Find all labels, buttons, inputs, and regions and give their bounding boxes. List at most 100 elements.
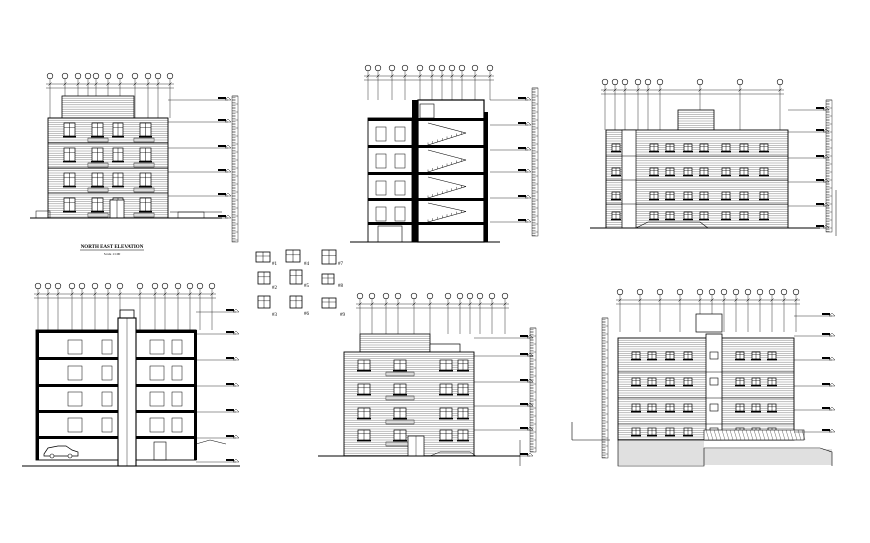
window-type-label: #9 [340,313,346,318]
window [91,197,104,213]
stair-column [621,129,637,229]
window [739,167,749,177]
door-opening [67,365,83,381]
floor-slab [36,384,196,387]
balcony-railing [385,395,415,401]
window [611,191,621,201]
door-opening [67,417,83,433]
grid-line-bubbles [356,292,509,334]
grid-line-bubbles [616,288,800,332]
window [357,407,371,420]
window [735,351,745,361]
door-opening [67,339,83,355]
window-type-1 [255,251,271,263]
balcony-railing [87,162,109,168]
window [767,351,777,361]
dimension-ruler [601,317,609,459]
window [739,143,749,153]
front-elevation [318,292,537,466]
door-opening [101,391,113,407]
window [139,147,152,163]
window [665,427,675,437]
window [91,122,104,138]
window [457,383,469,396]
window [699,191,709,201]
window [357,359,371,372]
window [457,359,469,372]
door-opening [394,206,406,222]
window [631,403,641,413]
window [665,167,675,177]
drawing-scale: Scale 1:100 [104,252,121,256]
balcony-railing [87,187,109,193]
window [699,143,709,153]
window [649,143,659,153]
core-wall [484,112,488,242]
window [665,377,675,387]
window [647,403,657,413]
window [751,403,761,413]
door-opening [149,365,165,381]
roof-structure [677,109,715,131]
window [439,429,453,442]
window [357,429,371,442]
window [665,191,675,201]
window [665,403,675,413]
window [457,407,469,420]
right-elevation [590,78,837,236]
window [683,403,693,413]
balcony-railing [133,212,155,218]
window [699,211,709,221]
window [91,147,104,163]
window [63,172,76,188]
roof-door [419,103,435,119]
window [759,167,769,177]
dimension-ruler [529,327,537,453]
window [665,351,675,361]
door-opening [101,417,113,433]
door-opening [375,153,387,169]
building-section [22,282,240,467]
dimension-ruler [825,99,833,233]
door-opening [67,391,83,407]
window [647,351,657,361]
window [112,172,124,188]
site-slope [195,439,227,445]
balcony-railing [87,137,109,143]
window [683,427,693,437]
door-opening [149,339,165,355]
north-east-elevation [30,72,239,243]
window [665,143,675,153]
stair-window [709,403,719,412]
window-type-7 [257,295,271,309]
window [683,143,693,153]
roof-parapet [429,343,461,353]
floor-slab [36,330,196,333]
stair-section [350,64,539,243]
window [649,211,659,221]
window [751,377,761,387]
entry-steps [429,451,477,457]
window [683,211,693,221]
window [649,191,659,201]
door-opening [101,365,113,381]
window [393,407,407,420]
window [721,167,731,177]
core-wall [412,100,418,242]
balcony-railing [385,371,415,377]
siding-hatch [704,449,832,465]
grid-line-bubbles [364,64,494,100]
floor-slab [36,410,196,413]
window [721,143,731,153]
door-opening [394,126,406,142]
window-type-9 [321,297,337,309]
window-type-6 [321,273,335,285]
window [393,383,407,396]
door-opening [149,391,165,407]
site-ramp [635,221,709,229]
wall [194,330,197,460]
window [112,122,124,138]
siding-hatch [618,441,704,465]
window-type-4 [257,271,271,285]
